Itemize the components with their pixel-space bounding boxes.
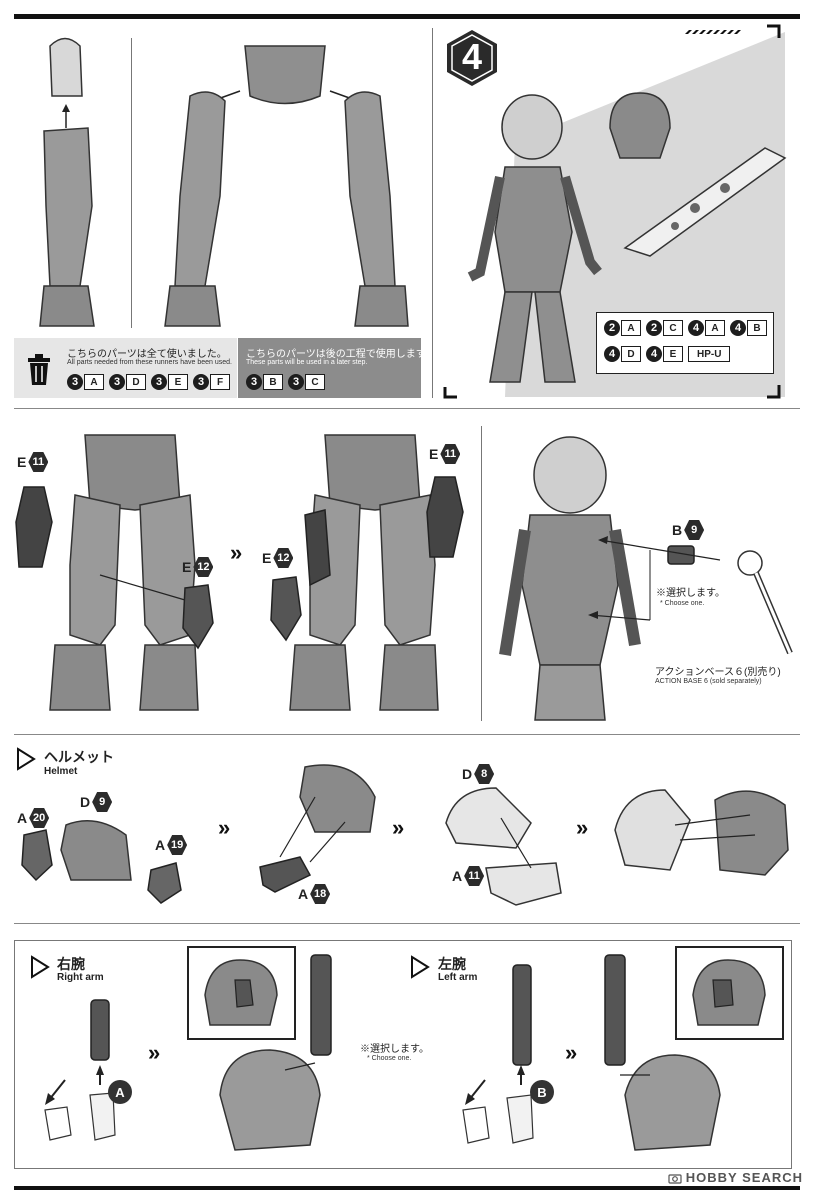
next-arrow: » xyxy=(392,815,404,840)
helmet-illustration xyxy=(609,92,671,159)
helmet-parts-illustration xyxy=(21,820,182,904)
left-arm-title-jp: 左腕 xyxy=(438,956,466,972)
callout-a: A xyxy=(108,1080,132,1104)
divider xyxy=(481,426,482,721)
helmet-title-en: Helmet xyxy=(44,766,78,777)
assembly-arrows xyxy=(588,536,721,621)
choose-one-jp: ※選択します。 xyxy=(656,588,725,599)
camera-icon xyxy=(668,1173,682,1184)
action-base-arm-illustration xyxy=(737,550,793,655)
section-triangle-icon xyxy=(31,955,50,979)
step-panel-background xyxy=(443,24,785,399)
armor-piece-e12-left xyxy=(182,584,214,650)
next-arrow: » xyxy=(148,1040,160,1065)
runners-used-jp: こちらのパーツは全て使いました。 xyxy=(67,349,227,360)
choose-one-en: * Choose one. xyxy=(660,600,705,607)
right-arm-parts-illustration xyxy=(44,999,116,1141)
callout-b: B xyxy=(530,1080,554,1104)
next-arrow: » xyxy=(218,815,230,840)
arms-choose-jp: ※選択します。 xyxy=(360,1044,429,1055)
next-arrow: » xyxy=(576,815,588,840)
figure-back-illustration xyxy=(499,436,641,721)
runners-used-en: All parts needed from these runners have… xyxy=(67,359,232,366)
top-rule xyxy=(14,14,800,19)
divider xyxy=(432,28,433,398)
legs-front-armored-illustration xyxy=(289,434,439,711)
section-divider xyxy=(14,734,800,735)
hp-part-label: HP-U xyxy=(688,346,731,362)
section-divider xyxy=(14,408,800,409)
arms-frame xyxy=(14,940,792,1169)
section-divider xyxy=(14,923,800,924)
base-plate-illustration xyxy=(623,147,787,257)
bottom-rule xyxy=(14,1186,800,1190)
arms-choose-en: * Choose one. xyxy=(367,1055,412,1062)
next-arrow: » xyxy=(230,540,242,565)
armor-piece-e11-left xyxy=(15,486,53,568)
divider xyxy=(131,38,132,328)
left-arm-parts-illustration xyxy=(462,964,534,1144)
action-base-en: ACTION BASE 6 (sold separately) xyxy=(655,678,762,685)
helmet-step2-illustration xyxy=(259,764,376,893)
watermark-text: HOBBY SEARCH xyxy=(685,1170,803,1185)
left-arm-helmet-illustration xyxy=(604,954,721,1151)
trash-icon xyxy=(28,354,50,385)
inset-helmet-hand-illustration xyxy=(204,959,278,1026)
section-triangle-icon xyxy=(411,955,430,979)
section-triangle-icon xyxy=(17,747,36,771)
left-arm-title-en: Left arm xyxy=(438,972,478,983)
step-hexagon xyxy=(447,30,497,86)
helmet-step3-illustration xyxy=(445,787,562,906)
right-arm-helmet-illustration xyxy=(219,954,332,1151)
runners-later-jp: こちらのパーツは後の工程で使用します。 xyxy=(246,349,435,360)
helmet-title-jp: ヘルメット xyxy=(44,749,114,765)
legs-front-illustration xyxy=(49,434,199,711)
figure-illustration xyxy=(467,94,602,383)
step-number: 4 xyxy=(461,36,483,77)
action-base-jp: アクションベース６(別売り) xyxy=(655,667,781,678)
right-arm-title-en: Right arm xyxy=(57,972,104,983)
inset-helmet-hand-illustration xyxy=(692,959,766,1026)
next-arrow: » xyxy=(565,1040,577,1065)
runners-later-en: These parts will be used in a later step… xyxy=(246,359,368,366)
legs-crotch-illustration xyxy=(164,45,409,327)
leg-side-illustration xyxy=(39,37,95,327)
helmet-step4-illustration xyxy=(614,789,789,876)
armor-piece-e11-right xyxy=(426,476,464,558)
armor-piece-e12-right xyxy=(270,576,302,642)
right-arm-title-jp: 右腕 xyxy=(57,956,85,972)
watermark: HOBBY SEARCH xyxy=(668,1170,803,1185)
b9-peg-illustration xyxy=(667,545,695,565)
